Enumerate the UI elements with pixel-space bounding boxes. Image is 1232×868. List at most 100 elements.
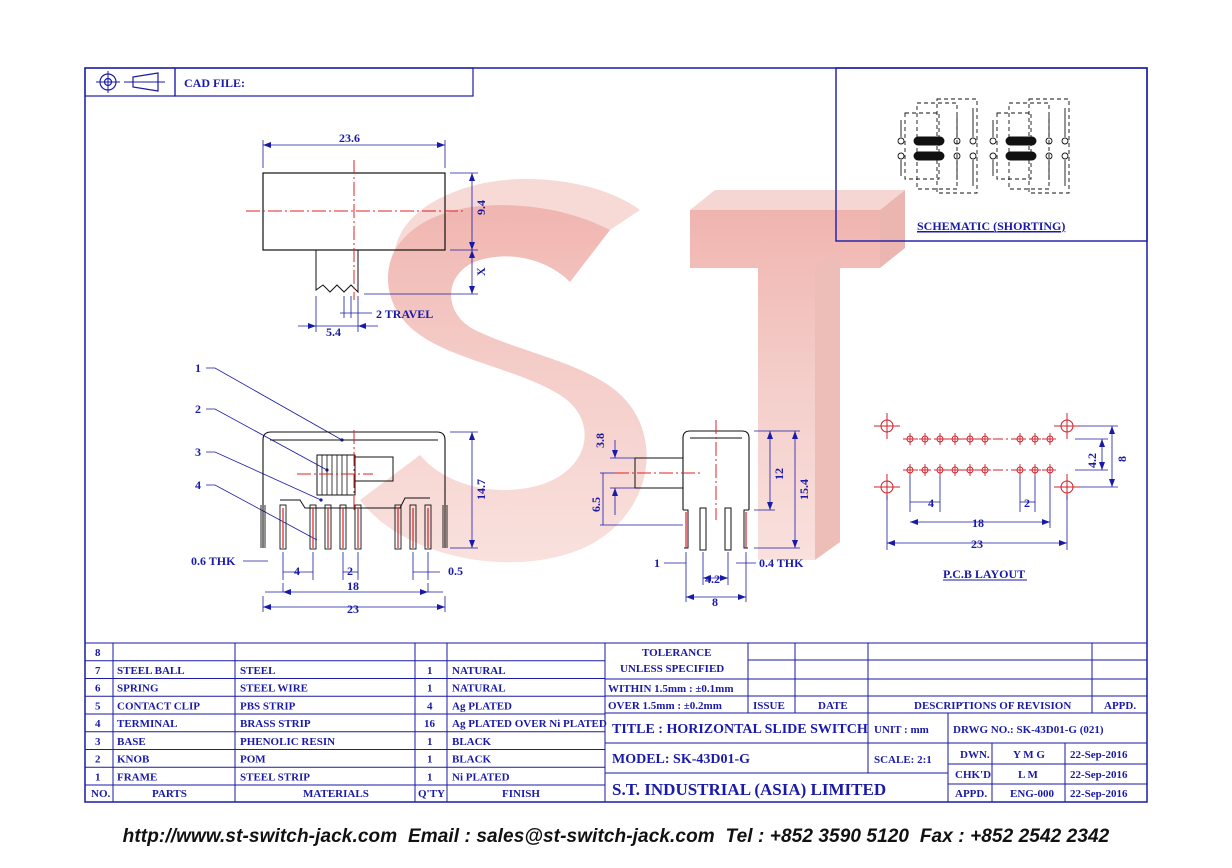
cad-header: CAD FILE: <box>84 67 474 97</box>
bom-header-no: NO. <box>91 788 111 800</box>
bom-table: 8 7 STEEL BALL STEEL 1 NATURAL 6 SPRING STEEL WI… <box>85 642 607 802</box>
bom-cell-no: 6 <box>95 683 101 695</box>
bom-cell-material: BRASS STRIP <box>240 718 311 730</box>
bom-cell-material: STEEL STRIP <box>240 771 310 783</box>
callout-4: 4 <box>195 478 201 492</box>
bom-cell-material: STEEL <box>240 665 275 677</box>
side-1-dim: 1 <box>654 556 660 570</box>
bom-cell-material: POM <box>240 754 266 766</box>
company-name: S.T. INDUSTRIAL (ASIA) LIMITED <box>612 780 886 799</box>
top-view: 23.6 9.4 X 5.4 2 TRAVEL <box>246 131 488 339</box>
top-width-dim: 23.6 <box>339 131 360 145</box>
cad-file-label: CAD FILE: <box>184 76 245 90</box>
front-height-dim: 14.7 <box>474 479 488 500</box>
front-18-dim: 18 <box>347 579 359 593</box>
bom-header-finish: FINISH <box>502 788 540 800</box>
appd-header: APPD. <box>1104 700 1136 712</box>
bom-cell-no: 3 <box>95 736 101 748</box>
schematic-panel: SCHEMATIC (SHORTING) <box>835 67 1148 242</box>
issue-label: ISSUE <box>753 700 785 712</box>
pcb-18-dim: 18 <box>972 516 984 530</box>
terminal-pins <box>260 504 448 550</box>
bom-cell-no: 4 <box>95 718 101 730</box>
front-thk-dim: 0.6 THK <box>191 554 236 568</box>
front-pitch-dim: 4 <box>294 564 300 578</box>
pcb-8-dim: 8 <box>1115 456 1129 462</box>
bom-cell-qty: 1 <box>427 683 433 695</box>
front-05-dim: 0.5 <box>448 564 463 578</box>
pcb-2-dim: 2 <box>1024 496 1030 510</box>
chkd-name: L M <box>1018 769 1038 781</box>
side-38-dim: 3.8 <box>593 433 607 448</box>
appd-date: 22-Sep-2016 <box>1070 788 1128 800</box>
bom-cell-finish: BLACK <box>452 754 492 766</box>
side-65-dim: 6.5 <box>589 497 603 512</box>
bom-cell-finish: BLACK <box>452 736 492 748</box>
tolerance-within: WITHIN 1.5mm : ±0.1mm <box>608 683 734 695</box>
callout-2: 2 <box>195 402 201 416</box>
bom-cell-qty: 4 <box>427 700 433 712</box>
bom-cell-finish: Ag PLATED <box>452 700 512 712</box>
front-gap-dim: 2 <box>347 564 353 578</box>
bom-cell-part: BASE <box>117 736 146 748</box>
bom-cell-qty: 1 <box>427 754 433 766</box>
chkd-label: CHK'D <box>955 769 991 781</box>
scale-label: SCALE: 2:1 <box>874 754 932 766</box>
bom-cell-qty: 1 <box>427 736 433 748</box>
bom-cell-part: KNOB <box>117 754 150 766</box>
revision-label: DESCRIPTIONS OF REVISION <box>914 700 1071 712</box>
bom-cell-qty: 1 <box>427 665 433 677</box>
title-block: TOLERANCE UNLESS SPECIFIED WITHIN 1.5mm … <box>605 642 1147 802</box>
date-label: DATE <box>818 700 848 712</box>
side-42-dim: 4.2 <box>705 572 720 586</box>
bom-cell-no: 5 <box>95 700 101 712</box>
bom-cell-part: CONTACT CLIP <box>117 700 200 712</box>
bom-cell-no: 2 <box>95 754 101 766</box>
bom-cell-no: 7 <box>95 665 101 677</box>
pcb-42-dim: 4.2 <box>1085 453 1099 468</box>
bom-cell-qty: 16 <box>424 718 436 730</box>
model-label: MODEL: SK-43D01-G <box>612 752 750 767</box>
appd-label: APPD. <box>955 788 987 800</box>
bom-cell-no: 1 <box>95 771 101 783</box>
side-154-dim: 15.4 <box>797 479 811 500</box>
side-12-dim: 12 <box>772 468 786 480</box>
pcb-label: P.C.B LAYOUT <box>943 567 1025 581</box>
pcb-layout: 4 2 18 23 4.2 8 P.C.B LAYOUT <box>874 413 1129 581</box>
bom-cell-finish: NATURAL <box>452 665 506 677</box>
unit-label: UNIT : mm <box>874 724 929 736</box>
bom-cell-part: STEEL BALL <box>117 665 185 677</box>
bom-cell-no: 8 <box>95 647 101 659</box>
side-view: 3.8 6.5 12 15.4 1 4.2 0.4 THK 8 <box>589 420 811 609</box>
appd-name: ENG-000 <box>1010 788 1055 800</box>
bom-header-materials: MATERIALS <box>303 788 369 800</box>
top-x-dim: X <box>474 267 488 276</box>
callout-1: 1 <box>195 361 201 375</box>
side-8-dim: 8 <box>712 595 718 609</box>
bom-cell-material: PBS STRIP <box>240 700 296 712</box>
dwn-label: DWN. <box>960 749 990 761</box>
bom-cell-part: SPRING <box>117 683 159 695</box>
bom-cell-part: TERMINAL <box>117 718 178 730</box>
travel-dim: 2 TRAVEL <box>376 307 433 321</box>
st-logo-watermark <box>360 179 905 563</box>
dwn-name: Y M G <box>1013 749 1045 761</box>
front-23-dim: 23 <box>347 602 359 616</box>
schematic-label: SCHEMATIC (SHORTING) <box>917 219 1065 233</box>
pcb-4-dim: 4 <box>928 496 934 510</box>
dwn-date: 22-Sep-2016 <box>1070 749 1128 761</box>
bom-cell-material: PHENOLIC RESIN <box>240 736 335 748</box>
bom-header-parts: PARTS <box>152 788 187 800</box>
bom-cell-qty: 1 <box>427 771 433 783</box>
bom-header-qty: Q'TY <box>418 788 445 800</box>
callout-3: 3 <box>195 445 201 459</box>
tolerance-over: OVER 1.5mm : ±0.2mm <box>608 700 722 712</box>
bom-cell-material: STEEL WIRE <box>240 683 308 695</box>
top-height-dim: 9.4 <box>474 200 488 215</box>
tolerance-sub: UNLESS SPECIFIED <box>620 663 724 675</box>
drawing-title: TITLE : HORIZONTAL SLIDE SWITCH <box>612 722 868 737</box>
schematic-diagram <box>897 98 1070 194</box>
bom-cell-part: FRAME <box>117 771 157 783</box>
front-view: 1 2 3 4 <box>191 361 488 616</box>
